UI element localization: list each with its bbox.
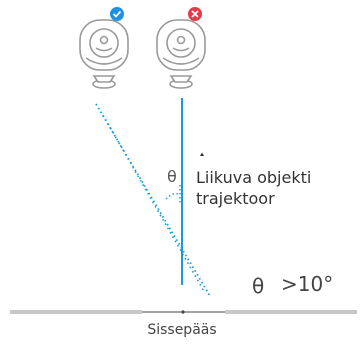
entrance-label: Sissepääs: [147, 322, 217, 338]
camera-left: [79, 19, 129, 89]
angle-arc: [165, 192, 181, 200]
floor-right: [225, 310, 357, 314]
check-icon: [110, 7, 124, 21]
motion-trajectory-line: [102, 114, 206, 294]
trajectory-arrow-marker: [200, 152, 204, 156]
floor-left: [10, 310, 142, 314]
angle-condition-value: >10°: [281, 272, 334, 296]
theta-label: θ: [167, 167, 177, 186]
theta-condition-label: θ: [252, 274, 265, 298]
camera-right: [156, 19, 206, 89]
motion-trajectory-label: Liikuva objekti trajektoor: [196, 168, 312, 208]
camera-view-line: [95, 103, 211, 297]
x-icon: [188, 7, 202, 21]
door-marker: [181, 310, 185, 314]
